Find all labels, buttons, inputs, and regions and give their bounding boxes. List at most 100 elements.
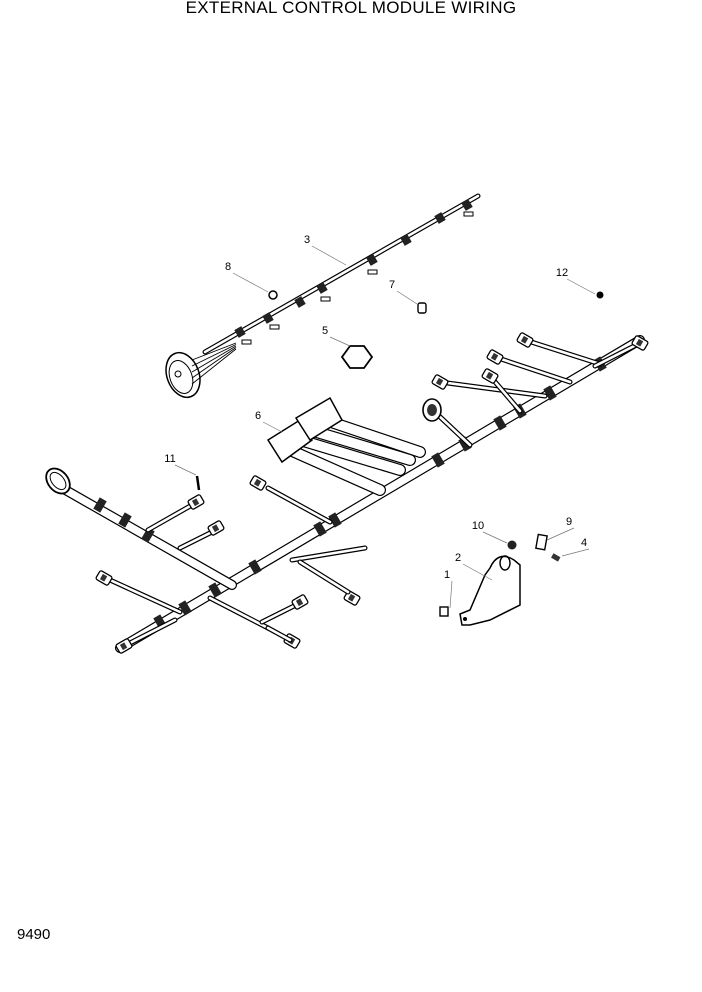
tape-band <box>93 497 107 513</box>
leader-line <box>232 272 269 293</box>
branch-connector <box>481 368 499 384</box>
tube-fill <box>126 618 177 646</box>
leader-line <box>482 531 508 544</box>
tube-fill <box>266 486 332 524</box>
clip-11 <box>195 475 201 491</box>
harness-tube <box>145 502 195 533</box>
leader-line <box>396 290 418 305</box>
harness-clip <box>400 234 412 246</box>
callout-12: 12 <box>556 267 568 279</box>
branch-wire <box>522 337 603 367</box>
branch-connector <box>516 332 534 348</box>
harness-clip <box>316 282 328 294</box>
connector-pins <box>435 377 444 386</box>
harness-clip <box>434 212 446 224</box>
tube-fill <box>523 338 602 366</box>
tube-fill <box>305 425 415 465</box>
ecm-branch <box>284 444 386 496</box>
branch-wire <box>492 354 573 385</box>
tape-band <box>141 527 155 543</box>
tube-fill <box>146 503 194 532</box>
ecm-branch <box>304 424 416 466</box>
branch-wire <box>437 379 548 399</box>
connector-pins <box>347 593 356 602</box>
tape-band <box>248 559 262 575</box>
grommet-hole <box>174 370 182 378</box>
tube-fill <box>266 626 292 642</box>
tube-fill <box>295 435 405 475</box>
connector-pins <box>191 498 200 507</box>
ecm-connector-a <box>266 418 313 464</box>
tape-band <box>118 512 132 528</box>
tape-band <box>178 600 192 616</box>
branch-connector <box>486 349 504 365</box>
tube-fill <box>178 530 214 550</box>
connector-pins <box>295 598 304 607</box>
tube-fill <box>203 194 480 354</box>
callout-1: 1 <box>444 569 450 581</box>
leader-line <box>262 421 283 433</box>
leader-line <box>462 563 493 581</box>
harness-tube <box>297 559 351 595</box>
tube-fill <box>320 415 425 457</box>
page-number: 9490 <box>17 926 51 943</box>
connector-pins <box>99 573 108 582</box>
branch-wire <box>265 485 333 525</box>
connector-pins <box>485 371 494 380</box>
grommet <box>165 351 201 399</box>
leader-line <box>174 464 197 476</box>
connector <box>249 475 267 491</box>
harness-tube <box>207 595 271 631</box>
harness-clip <box>366 254 378 266</box>
callout-6: 6 <box>255 410 261 422</box>
connector-pins <box>520 335 529 344</box>
tape-band <box>313 521 327 537</box>
plate-9 <box>535 533 548 551</box>
tape-band <box>543 385 557 401</box>
callout-4: 4 <box>581 537 587 549</box>
connector-pins <box>211 524 220 533</box>
screw-4 <box>551 553 561 562</box>
harness-clip <box>262 312 274 324</box>
connector-pins <box>119 642 128 651</box>
tube-fill <box>208 596 270 630</box>
leader-line <box>329 336 351 347</box>
tube-fill <box>285 445 385 495</box>
trunk-end-boot <box>45 467 71 495</box>
connector <box>95 570 113 586</box>
callout-10: 10 <box>472 520 484 532</box>
round-connector-face <box>427 404 437 416</box>
upper-harness <box>202 193 481 355</box>
tube-fill <box>298 560 350 594</box>
wire <box>191 347 237 379</box>
wire <box>191 348 237 385</box>
bracket-loop <box>499 555 511 571</box>
harness-tube <box>289 545 368 563</box>
branch-connector <box>431 374 449 390</box>
harness-tube <box>125 617 178 647</box>
callout-2: 2 <box>455 552 461 564</box>
diagram-title: EXTERNAL CONTROL MODULE WIRING <box>185 0 517 17</box>
leader-line <box>449 580 453 609</box>
wire <box>191 344 237 367</box>
connector <box>291 594 309 610</box>
ecm-connector-b <box>294 396 343 442</box>
connector <box>187 494 205 510</box>
harness-tube <box>265 625 293 643</box>
callout-9: 9 <box>566 516 572 528</box>
callout-3: 3 <box>304 234 310 246</box>
callout-5: 5 <box>322 325 328 337</box>
branch-wire <box>435 412 473 448</box>
callout-7: 7 <box>389 279 395 291</box>
tube-fill <box>438 380 547 398</box>
tube-fill <box>436 413 472 447</box>
tape-band <box>493 415 507 431</box>
harness-tube <box>259 601 301 625</box>
tube-fill <box>593 341 642 368</box>
harness-clip <box>234 326 246 338</box>
bracket-hole <box>463 617 467 621</box>
tube-fill <box>108 578 182 614</box>
harness-tube <box>177 529 215 551</box>
nut-5 <box>340 345 374 369</box>
